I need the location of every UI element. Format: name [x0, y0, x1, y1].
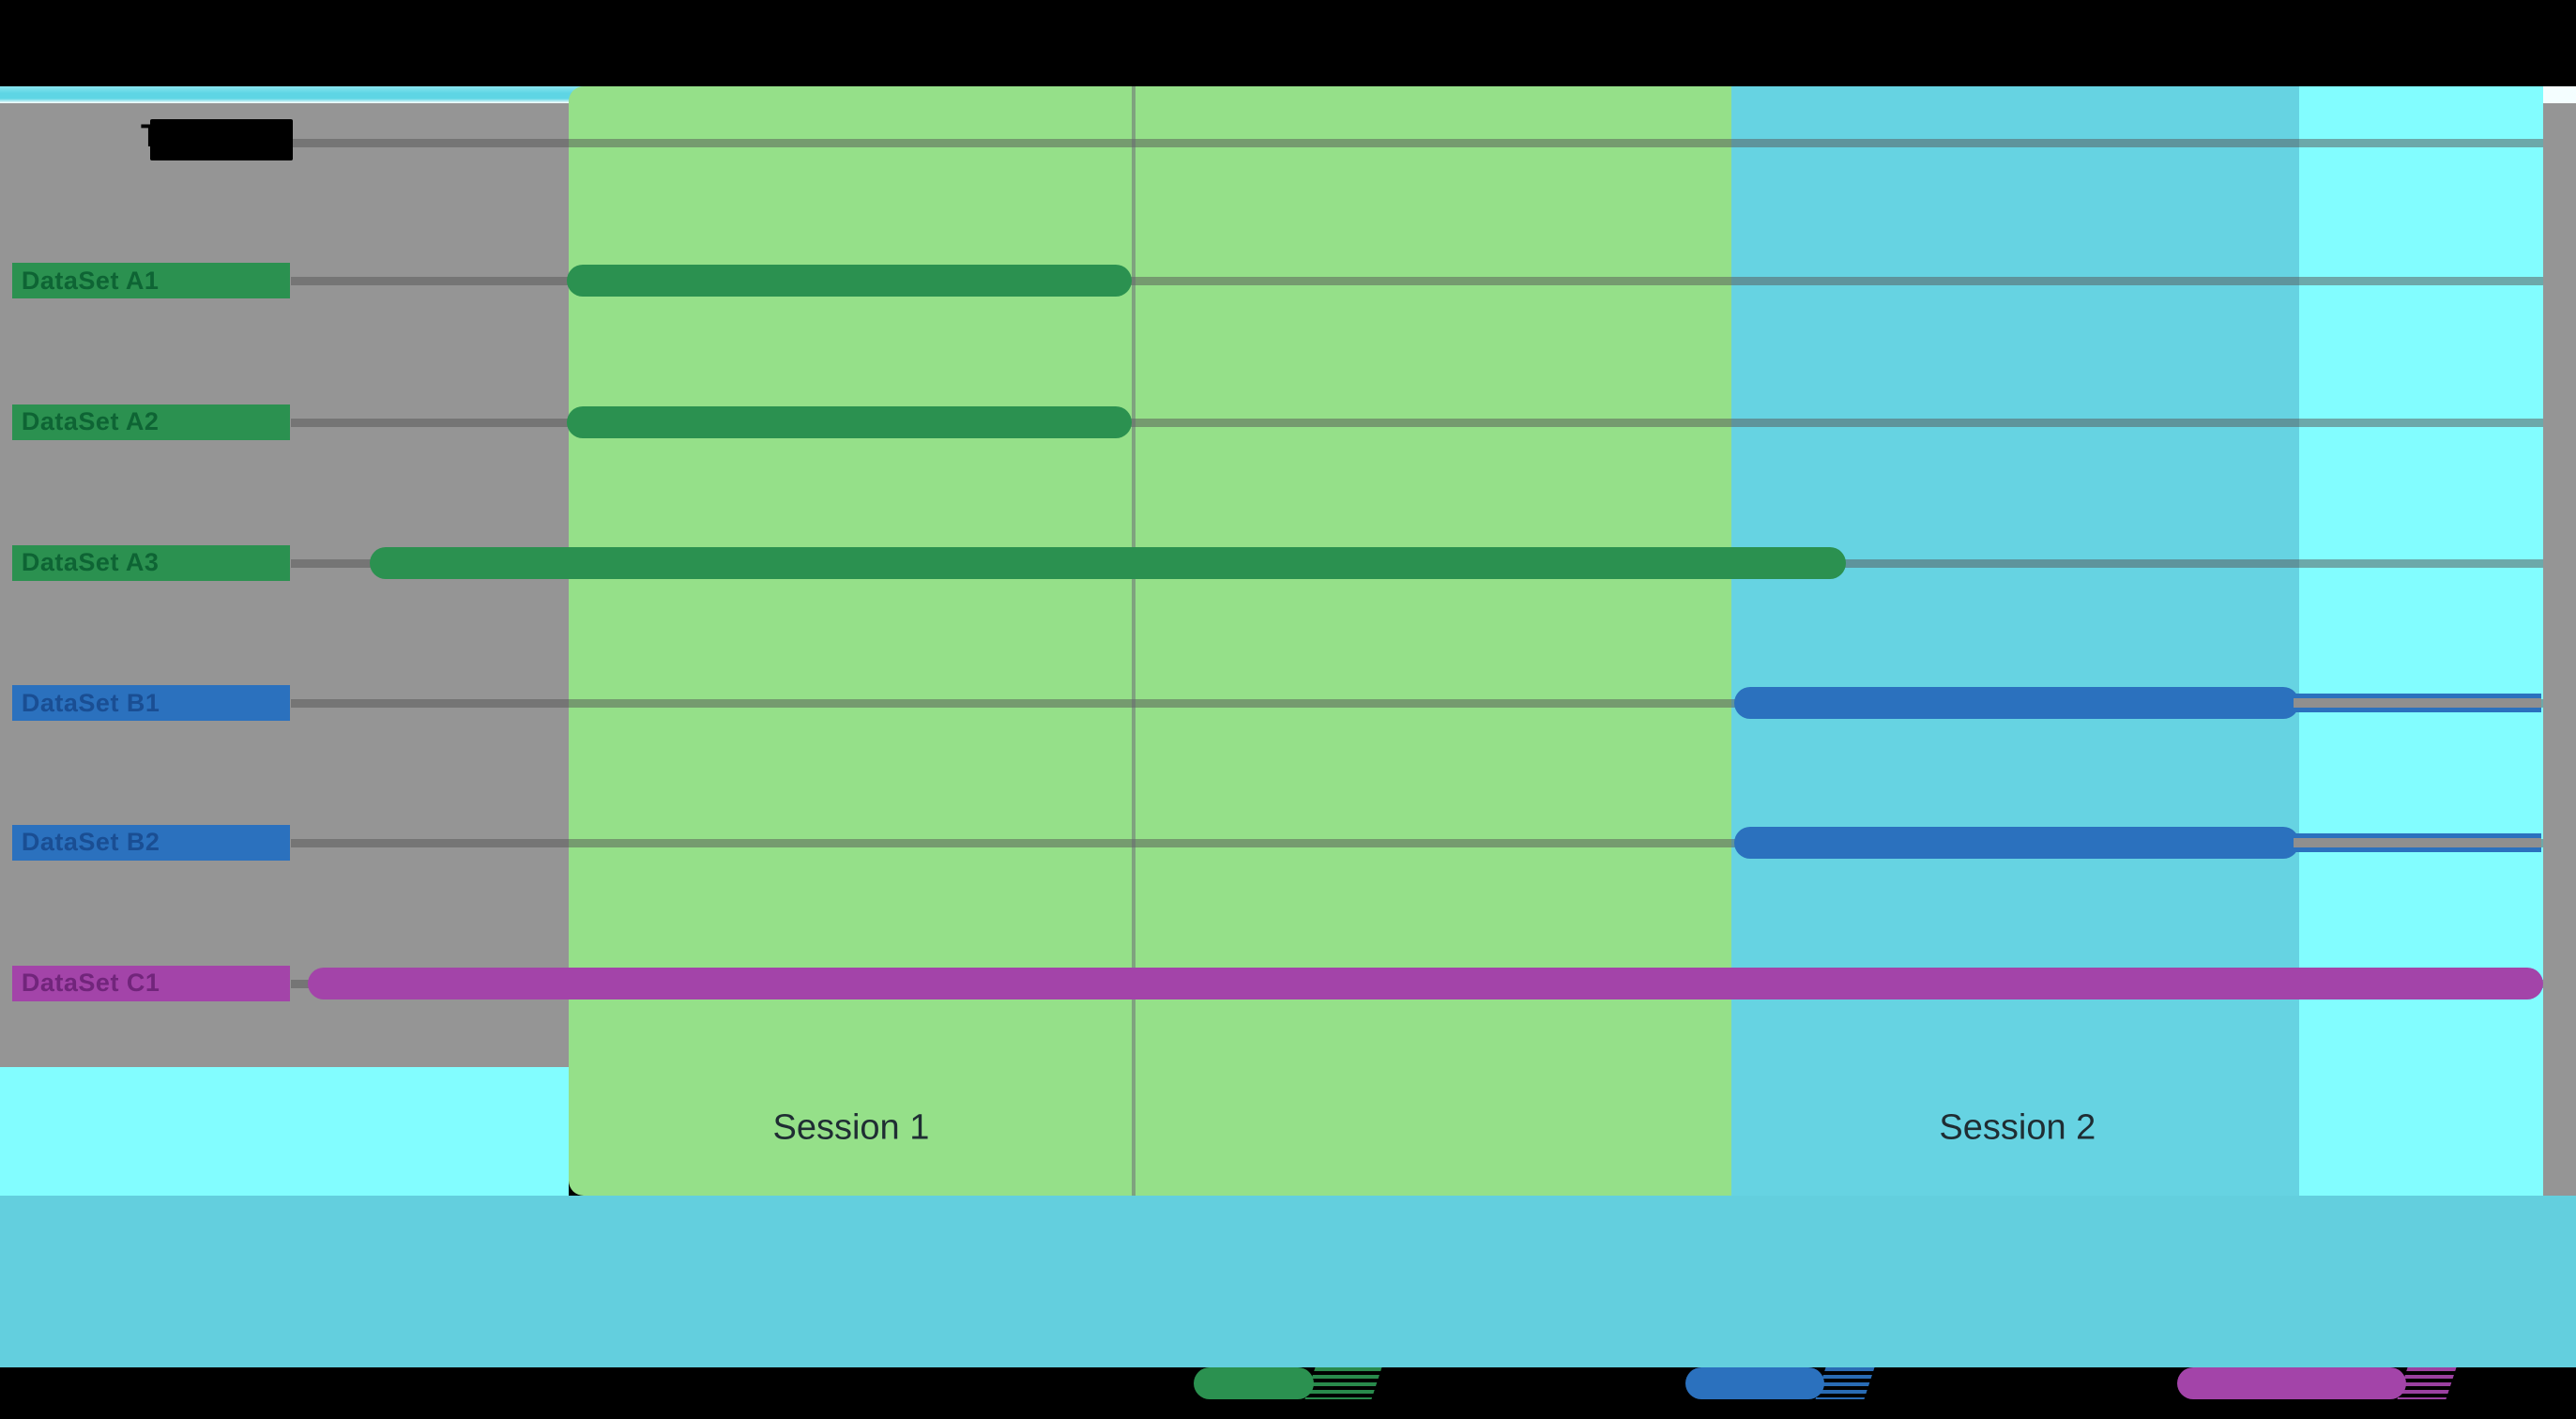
row-gridline	[290, 418, 2543, 427]
redacted-axis-title	[150, 119, 293, 160]
task-bar-dataset-b1	[1733, 687, 2299, 720]
task-bar-dataset-c1	[308, 967, 2543, 999]
top-strip-right	[2539, 86, 2576, 103]
task-bar-dataset-a1	[566, 265, 1132, 298]
session1-band	[569, 86, 1731, 1196]
task-label-box: DataSet C1	[11, 965, 291, 1001]
task-bar-extension	[2293, 694, 2541, 713]
legend-swatch-a	[1194, 1366, 1314, 1399]
task-label-box: DataSet A2	[11, 404, 291, 440]
legend-swatch-c	[2177, 1366, 2407, 1399]
row-gridline	[290, 277, 2543, 286]
row-gridline	[290, 838, 2543, 847]
task-label-box: DataSet B1	[11, 685, 291, 722]
task-label-panel	[0, 103, 569, 1067]
row-gridline	[290, 138, 2543, 147]
timeline-marker-line	[1131, 85, 1136, 1196]
task-label-box: DataSet B2	[11, 824, 291, 861]
task-bar-dataset-a3	[369, 546, 1847, 579]
session-label: Session 2	[1939, 1107, 2096, 1148]
legend-swatch-glitch	[2397, 1366, 2457, 1399]
post-session-band	[2299, 86, 2543, 1196]
task-bar-extension	[2293, 832, 2541, 852]
task-label-panel-footer	[0, 1067, 569, 1196]
session-label: Session 1	[772, 1107, 930, 1148]
task-label-box: DataSet A1	[11, 263, 291, 299]
task-bar-dataset-b2	[1733, 826, 2299, 859]
legend-swatch-glitch	[1815, 1366, 1875, 1399]
row-gridline	[290, 699, 2543, 709]
legend-swatch-b	[1685, 1366, 1824, 1399]
right-edge-strip	[2543, 103, 2576, 1196]
task-bar-dataset-a2	[566, 405, 1132, 438]
bottom-band	[0, 1196, 2576, 1367]
legend-swatch-glitch	[1304, 1366, 1382, 1399]
session2-band	[1731, 86, 2299, 1196]
task-label-box: DataSet A3	[11, 544, 291, 581]
